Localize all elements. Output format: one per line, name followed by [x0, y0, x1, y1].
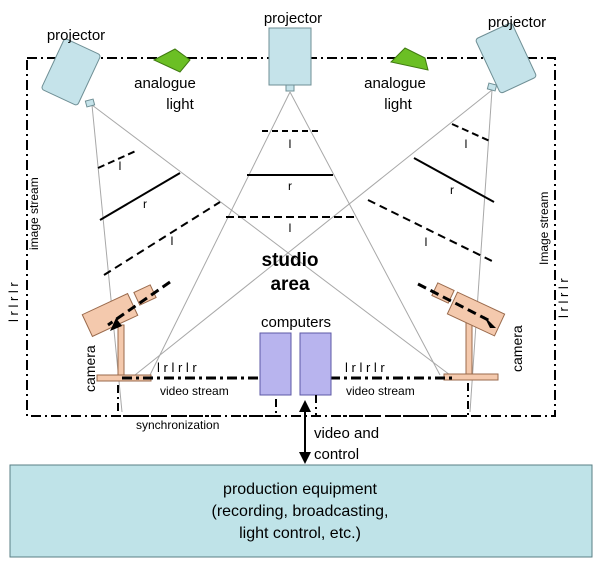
- camera-left-tripod-post: [117, 324, 125, 379]
- stream-code-left: l r l r l r: [6, 282, 21, 322]
- analogue-light-right-icon: [389, 47, 429, 71]
- analogue-light-left-icon: [152, 48, 191, 73]
- image-stream-right-label: Image stream: [537, 192, 551, 265]
- analogue-light-left-label-2: light: [166, 96, 194, 113]
- production-equipment-box: [9, 464, 593, 558]
- beam-left-1: [91, 104, 123, 413]
- camera-left-label: camera: [82, 345, 98, 392]
- beam-right-1: [134, 89, 493, 376]
- camera-right-tripod-post: [465, 322, 473, 377]
- projector-left-lens: [84, 98, 96, 108]
- projector-left-label: projector: [47, 27, 105, 44]
- projector-center-body: [268, 27, 312, 86]
- right-frame-r: [413, 157, 495, 203]
- projector-right-body: [475, 22, 537, 94]
- projector-right-lens: [486, 82, 498, 92]
- center-frame-label-l1: l: [289, 137, 292, 151]
- right-frames: [367, 123, 495, 263]
- center-frames: [226, 130, 354, 218]
- left-frame-label-l2: l: [171, 234, 174, 248]
- projector-left: [41, 38, 101, 108]
- synchronization-lines: [117, 383, 469, 417]
- projector-left-body: [41, 38, 101, 106]
- center-frame-label-r: r: [288, 179, 292, 193]
- right-frame-l2: [367, 199, 495, 263]
- camera-left-lens: [133, 284, 157, 306]
- studio-area-label-1: studio: [262, 250, 319, 271]
- analogue-light-left-label-1: analogue: [134, 75, 196, 92]
- production-title: production equipment: [223, 481, 377, 498]
- camera-left-body: [81, 292, 139, 338]
- left-frame-l1: [97, 149, 139, 169]
- right-frame-label-r: r: [450, 183, 454, 197]
- left-frame-label-r: r: [143, 197, 147, 211]
- camera-left-view-line: [107, 280, 171, 327]
- video-code-right: l r l r l r: [345, 360, 385, 375]
- production-line-3: light control, etc.): [239, 525, 361, 542]
- image-stream-left-label: image stream: [27, 177, 41, 250]
- beam-left-2: [91, 104, 451, 376]
- synchronization-label: synchronization: [136, 418, 219, 432]
- camera-right-label: camera: [509, 325, 525, 372]
- right-frame-label-l1: l: [465, 137, 468, 151]
- arrow-down-icon: [299, 452, 311, 464]
- right-frame-l1: [451, 123, 493, 143]
- sync-line-right: [315, 383, 469, 417]
- arrow-up-icon: [299, 400, 311, 412]
- video-control-label-1: video and: [314, 425, 379, 442]
- projector-center: [268, 27, 312, 92]
- computers-label: computers: [261, 314, 331, 331]
- left-frames: [97, 149, 221, 276]
- analogue-light-right-label-2: light: [384, 96, 412, 113]
- projector-center-label: projector: [264, 10, 322, 27]
- video-code-left: l r l r l r: [157, 360, 197, 375]
- projection-beams: [91, 89, 493, 413]
- computer-right: [299, 332, 332, 396]
- computer-left: [259, 332, 292, 396]
- video-control-label-2: control: [314, 446, 359, 463]
- studio-area-label-2: area: [270, 274, 310, 295]
- analogue-light-right-label-1: analogue: [364, 75, 426, 92]
- left-frame-r: [99, 172, 181, 221]
- sync-line-left: [117, 385, 277, 417]
- video-stream-left-label: video stream: [160, 384, 229, 398]
- projector-right-label: projector: [488, 14, 546, 31]
- camera-right-tripod-base: [443, 373, 499, 381]
- camera-left-arrow-icon: [110, 318, 122, 331]
- camera-right-arrow-icon: [484, 316, 496, 328]
- right-frame-label-l2: l: [425, 235, 428, 249]
- left-frame-label-l1: l: [119, 159, 122, 173]
- left-frame-l2: [103, 201, 221, 276]
- projector-right: [475, 22, 537, 94]
- video-stream-right-label: video stream: [346, 384, 415, 398]
- beam-right-2: [469, 89, 493, 413]
- stream-code-right: l r l r l r: [556, 278, 571, 318]
- projector-center-lens: [285, 84, 295, 92]
- beam-center-2: [289, 91, 441, 376]
- center-frame-label-l2: l: [289, 221, 292, 235]
- beam-center-1: [149, 91, 291, 376]
- production-line-2: (recording, broadcasting,: [212, 503, 389, 520]
